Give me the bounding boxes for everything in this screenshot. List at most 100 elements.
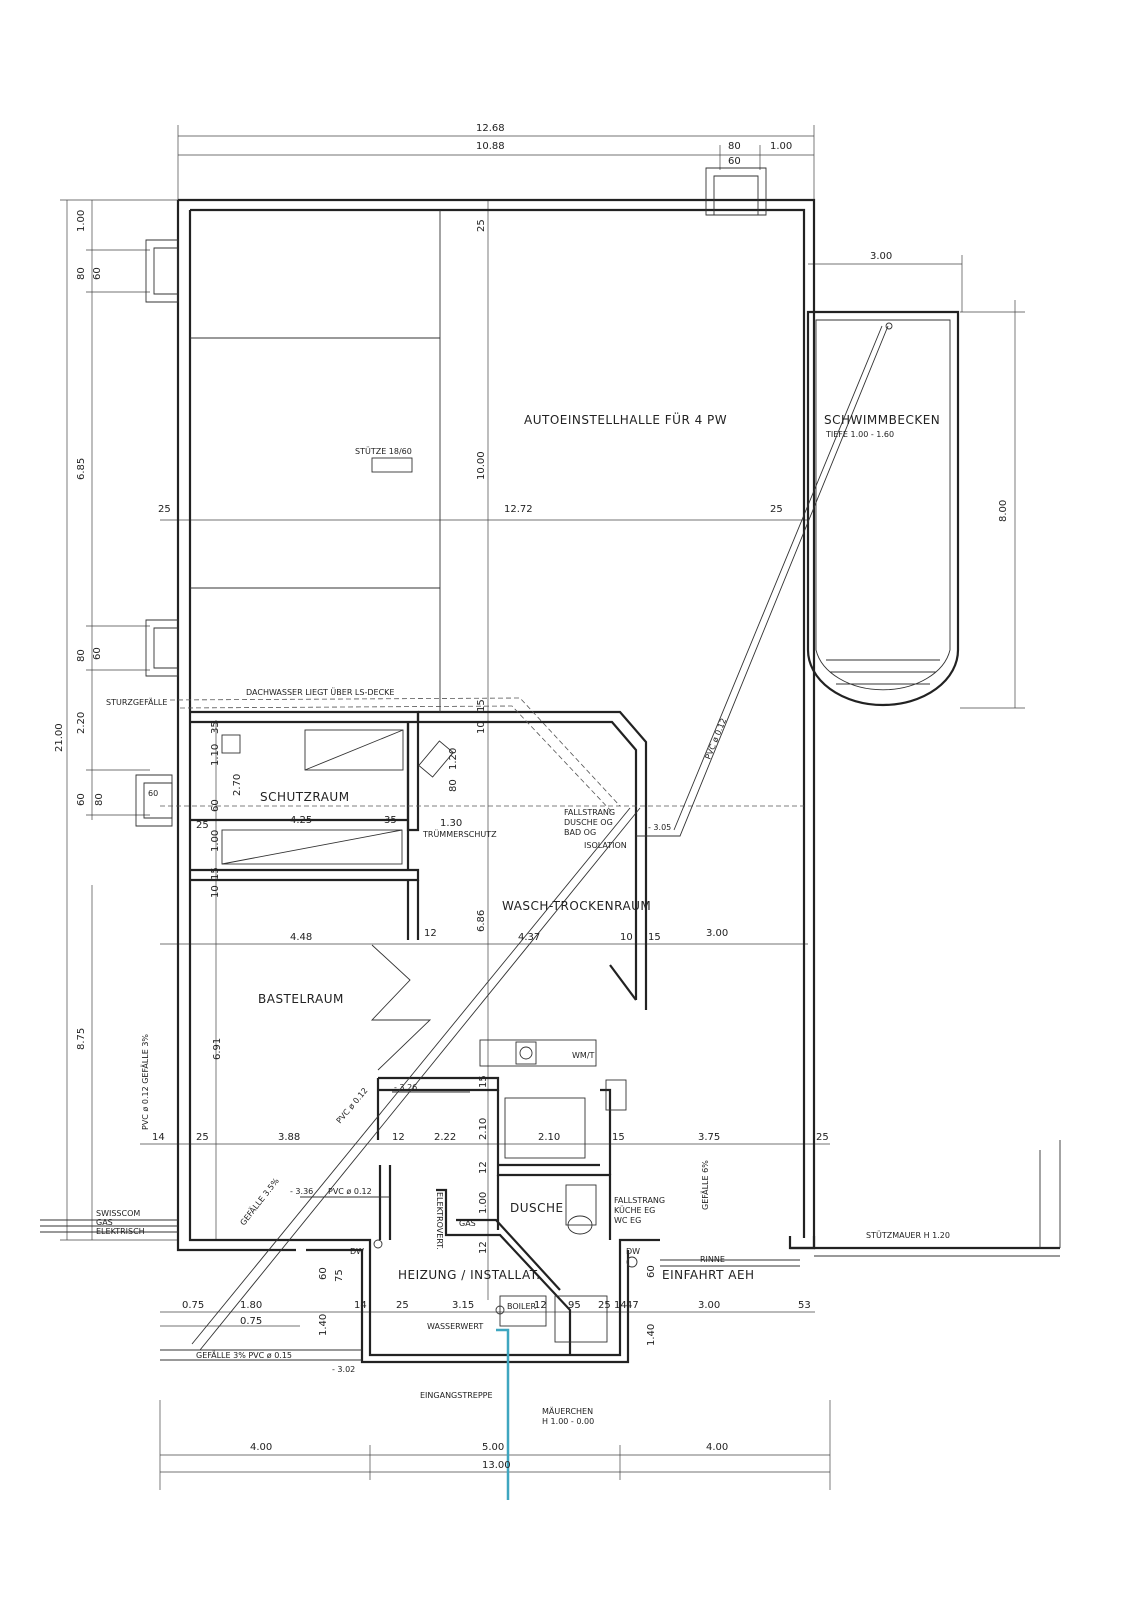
note-mauerchen-2: H 1.00 - 0.00 (542, 1417, 594, 1426)
dim-top-60: 60 (728, 156, 741, 167)
dim-s-10b: 10 (476, 721, 487, 734)
note-truemmerschutz: TRÜMMERSCHUTZ (422, 829, 497, 839)
note-wasserwert: WASSERWERT (427, 1322, 483, 1331)
dim-s-25: 25 (196, 820, 209, 831)
dimension-labels: 12.68 10.88 80 1.00 60 3.00 8.00 1.00 80… (54, 123, 1009, 1471)
dim-s-110: 1.10 (210, 744, 221, 766)
note-stuetzmauer: STÜTZMAUER H 1.20 (866, 1230, 950, 1240)
dim-h-14: 14 (354, 1300, 367, 1311)
garage-details (160, 210, 804, 807)
note-fallstrang-og-3: BAD OG (564, 828, 596, 837)
dim-s-425: 4.25 (290, 815, 312, 826)
dim-pool-width: 3.00 (870, 251, 892, 262)
dim-v-1000: 10.00 (476, 451, 487, 480)
dim-top-80: 80 (728, 141, 741, 152)
dim-h-53: 53 (798, 1300, 811, 1311)
note-fallstrang-eg-1: FALLSTRANG (614, 1196, 665, 1205)
note-wm-t: WM/T (572, 1051, 595, 1060)
dim-left-60a: 60 (92, 267, 103, 280)
note-dw-1: DW (350, 1247, 364, 1256)
room-labels: AUTOEINSTELLHALLE FÜR 4 PW SCHWIMMBECKEN… (258, 411, 940, 1282)
pool (806, 310, 960, 707)
dim-d-100: 1.00 (478, 1192, 489, 1214)
dim-top-total: 12.68 (476, 123, 505, 134)
note-gefaelle-bottom: GEFÄLLE 3% PVC ø 0.15 (196, 1350, 292, 1360)
dim-b-388: 3.88 (278, 1132, 300, 1143)
dim-s-120: 1.20 (448, 748, 459, 770)
note-elektrisch: ELEKTRISCH (96, 1227, 145, 1236)
dim-b-222: 2.22 (434, 1132, 456, 1143)
note-level-302: - 3.02 (332, 1365, 355, 1374)
dim-s-15: 15 (210, 867, 221, 880)
dim-s-10: 10 (210, 885, 221, 898)
dim-left-100: 1.00 (76, 210, 87, 232)
dim-b-12: 12 (392, 1132, 405, 1143)
note-pvc-low: PVC ø 0.12 (328, 1187, 372, 1196)
dim-r-300a: 3.00 (706, 928, 728, 939)
dim-b-691: 6.91 (212, 1038, 223, 1060)
dim-d-12a: 12 (478, 1161, 489, 1174)
dim-mid-1272: 12.72 (504, 504, 533, 515)
note-gas: GAS (96, 1218, 113, 1227)
dim-h-60: 60 (318, 1267, 329, 1280)
dim-s-35b: 35 (384, 815, 397, 826)
dim-s-35: 35 (210, 721, 221, 734)
note-level-305: - 3.05 (648, 823, 671, 832)
note-level-326: - 3.26 (394, 1083, 417, 1092)
dim-h-60r: 60 (646, 1265, 657, 1278)
fixtures (221, 322, 893, 1343)
note-mauerchen-1: MÄUERCHEN (542, 1406, 593, 1416)
dim-b-25: 25 (196, 1132, 209, 1143)
dim-r-15: 15 (648, 932, 661, 943)
water-pipe-highlight (496, 1328, 510, 1500)
dim-r-10: 10 (620, 932, 633, 943)
walls (135, 167, 1061, 1364)
note-fallstrang-og-1: FALLSTRANG (564, 808, 615, 817)
dim-left-220: 2.20 (76, 712, 87, 734)
dim-h-300: 3.00 (698, 1300, 720, 1311)
schwimmbecken-tiefe: TIEFE 1.00 - 1.60 (825, 430, 894, 439)
note-dachwasser: DACHWASSER LIEGT ÜBER LS-DECKE (246, 687, 394, 697)
note-isolation: ISOLATION (584, 841, 627, 850)
dim-top-inner: 10.88 (476, 141, 505, 152)
dim-left-60b: 60 (92, 647, 103, 660)
dim-b-25r: 25 (816, 1132, 829, 1143)
note-pvc-diagonal: PVC ø 0.12 (704, 717, 729, 761)
note-pvc-mid: PVC ø 0.12 (335, 1086, 370, 1125)
dim-h-075a: 0.75 (182, 1300, 204, 1311)
dim-s-15b: 15 (476, 699, 487, 712)
dim-s-270: 2.70 (232, 774, 243, 796)
note-swisscom: SWISSCOM (96, 1209, 140, 1218)
dim-left-80c: 80 (94, 793, 105, 806)
dim-h-25b: 25 (598, 1300, 611, 1311)
room-wasch-trockenraum: WASCH-TROCKENRAUM (502, 899, 651, 913)
dim-s-80: 80 (448, 779, 459, 792)
dim-top-100: 1.00 (770, 141, 792, 152)
dim-s-130: 1.30 (440, 818, 462, 829)
dim-bot-400b: 4.00 (706, 1442, 728, 1453)
dim-v-25: 25 (476, 219, 487, 232)
note-gefaelle-right: GEFÄLLE 6% (700, 1160, 710, 1210)
dim-h-12: 12 (534, 1300, 547, 1311)
dim-d-12b: 12 (478, 1241, 489, 1254)
dim-h-075b: 0.75 (240, 1316, 262, 1327)
room-schwimmbecken: SCHWIMMBECKEN (824, 413, 940, 427)
note-fallstrang-og-2: DUSCHE OG (564, 818, 613, 827)
note-stuetze: STÜTZE 18/60 (355, 446, 412, 456)
room-schutzraum: SCHUTZRAUM (260, 790, 350, 804)
dim-left-80a: 80 (76, 267, 87, 280)
room-heizung: HEIZUNG / INSTALLAT. (398, 1268, 540, 1282)
dim-pool-height: 8.00 (998, 500, 1009, 522)
dim-s-60: 60 (210, 799, 221, 812)
note-dw-2: DW (626, 1247, 640, 1256)
pipes (40, 325, 889, 1361)
dim-mid-25b: 25 (770, 504, 783, 515)
dim-s-100: 1.00 (210, 830, 221, 852)
note-boiler: BOILER (507, 1302, 537, 1311)
dim-h-140r: 1.40 (646, 1324, 657, 1346)
room-dusche: DUSCHE (510, 1201, 564, 1215)
dim-b-14: 14 (152, 1132, 165, 1143)
dim-h-140: 1.40 (318, 1314, 329, 1336)
note-gas-small: GAS (459, 1219, 476, 1228)
